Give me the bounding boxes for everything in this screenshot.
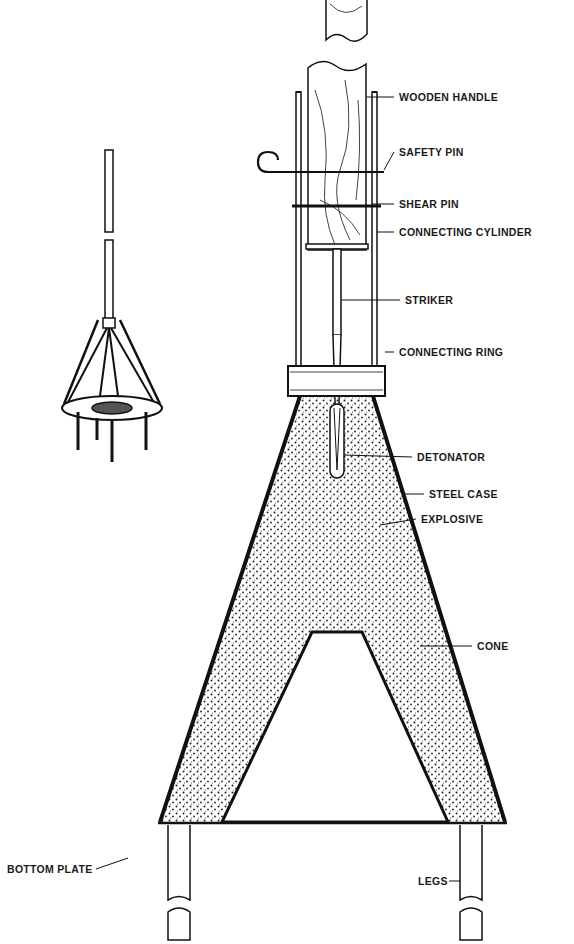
part-label: CONE (476, 641, 510, 652)
leader-lines (96, 97, 472, 881)
safety-pin (258, 152, 384, 172)
part-label: DETONATOR (416, 452, 486, 463)
bottom-plate (158, 822, 507, 825)
connecting-ring (288, 366, 385, 396)
part-label: STRIKER (404, 295, 454, 306)
part-label: BOTTOM PLATE (6, 864, 93, 875)
shear-pin (292, 205, 381, 208)
part-label: CONNECTING RING (398, 347, 504, 358)
part-label: EXPLOSIVE (420, 514, 484, 525)
part-label: SAFETY PIN (398, 147, 465, 158)
inset-figure (62, 150, 162, 462)
legs (168, 825, 482, 940)
cone (222, 632, 448, 822)
wooden-handle (308, 0, 367, 250)
part-label: STEEL CASE (428, 489, 499, 500)
connecting-cylinder (296, 92, 377, 368)
detonator (330, 404, 344, 478)
part-label: WOODEN HANDLE (398, 92, 499, 103)
steel-case (160, 396, 505, 822)
part-label: SHEAR PIN (398, 199, 460, 210)
part-label: LEGS (417, 876, 449, 887)
part-label: CONNECTING CYLINDER (398, 227, 533, 238)
